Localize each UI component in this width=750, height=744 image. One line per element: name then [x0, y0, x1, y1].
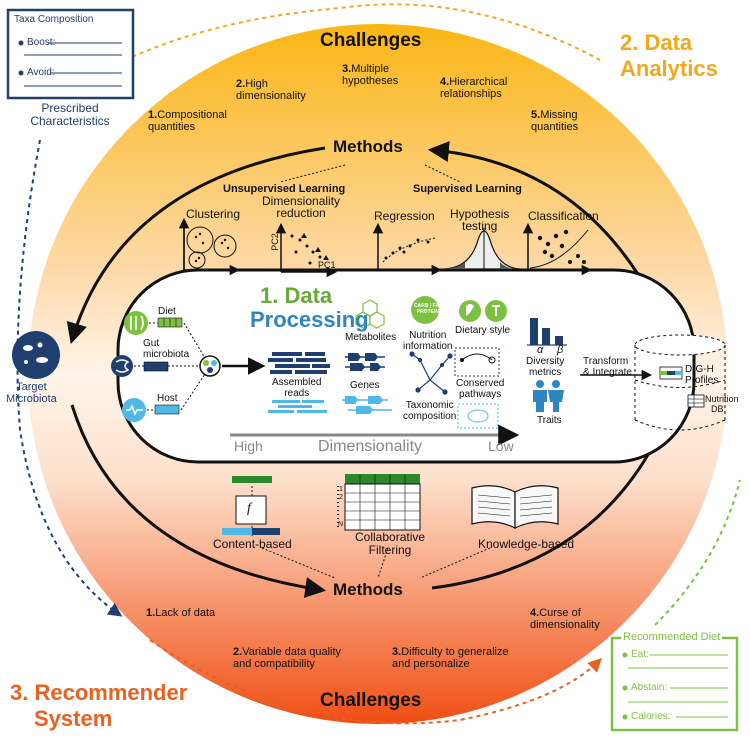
pc2-label: PC2 [269, 233, 280, 251]
dietary-style-icon [459, 300, 507, 322]
supervised-label: Supervised Learning [413, 183, 522, 195]
prescribed-box-title: Taxa Composition [14, 14, 94, 25]
top-methods-title: Methods [333, 137, 403, 156]
assembled-reads-icon [268, 352, 330, 413]
calories-label: Calories: [631, 711, 671, 722]
section-title-recommender: 3. Recommender System [10, 680, 188, 731]
taxonomic-tree-icon [409, 351, 453, 395]
dim-low: Low [488, 438, 514, 454]
genes-label: Genes [350, 380, 380, 391]
method-classification: Classification [528, 209, 599, 223]
diet-icon [124, 311, 183, 335]
method-regression: Regression [374, 209, 435, 223]
rec-method-content: Content-based [213, 537, 292, 551]
host-icon [122, 398, 180, 422]
target-microbiota-icon [12, 331, 60, 379]
abstain-label: Abstain: [631, 682, 668, 693]
bottom-challenge-1: 1.Lack of data [146, 607, 216, 619]
gut-icon [111, 355, 169, 377]
cf-row-n: N [338, 521, 344, 528]
cf-row-1: 1 [339, 486, 343, 493]
f-symbol: f [247, 501, 251, 516]
unsupervised-label: Unsupervised Learning [223, 183, 346, 195]
conserved-pathways-icon [454, 347, 500, 429]
transform-label: Transform& Integrate [583, 356, 632, 378]
beta-label: β [557, 344, 564, 356]
metabolites-icon [355, 299, 385, 329]
alpha-label: α [537, 344, 544, 356]
prescribed-scroll [6, 8, 135, 100]
regression-icon [372, 222, 443, 276]
top-challenges-title: Challenges [320, 30, 422, 51]
eat-label: Eat: [631, 649, 649, 660]
dim-label: Dimensionality [318, 438, 423, 455]
dim-high: High [234, 438, 263, 454]
hypothesis-testing-icon [440, 228, 521, 271]
boost-label: Boost: [27, 37, 56, 48]
traits-icon [533, 380, 564, 412]
pc1-label: PC1 [318, 260, 336, 270]
metabolites-label: Metabolites [345, 332, 397, 343]
rec-method-knowledge: Knowledge-based [478, 537, 575, 551]
bottom-challenges-title: Challenges [320, 690, 422, 711]
dietary-style-label: Dietary style [455, 325, 511, 336]
traits-label: Traits [537, 415, 562, 426]
method-clustering: Clustering [186, 207, 241, 221]
classification-icon [522, 222, 593, 276]
nutrition-badge-icon [411, 296, 439, 324]
clustering-icon [178, 217, 241, 276]
bottom-methods-title: Methods [333, 580, 403, 599]
collaborative-filtering-icon [337, 474, 421, 531]
integration-gear-icon [168, 322, 266, 411]
input-host-label: Host [157, 393, 178, 404]
avoid-label: Avoid: [27, 67, 55, 78]
knowledge-book-icon [471, 485, 559, 529]
section-title-data-processing: 1. Data Processing [250, 283, 369, 332]
genes-icon [342, 353, 392, 414]
recommended-box-title: Recommended Diet [621, 631, 723, 643]
diversity-metrics-icon [527, 318, 567, 346]
content-based-icon [222, 476, 280, 536]
input-diet-label: Diet [158, 306, 176, 317]
dimensionality-reduction-icon [275, 222, 338, 278]
cf-row-2: 2 [339, 494, 343, 501]
database-icon [634, 334, 726, 431]
section-title-data-analytics: 2. Data Analytics [620, 30, 718, 81]
